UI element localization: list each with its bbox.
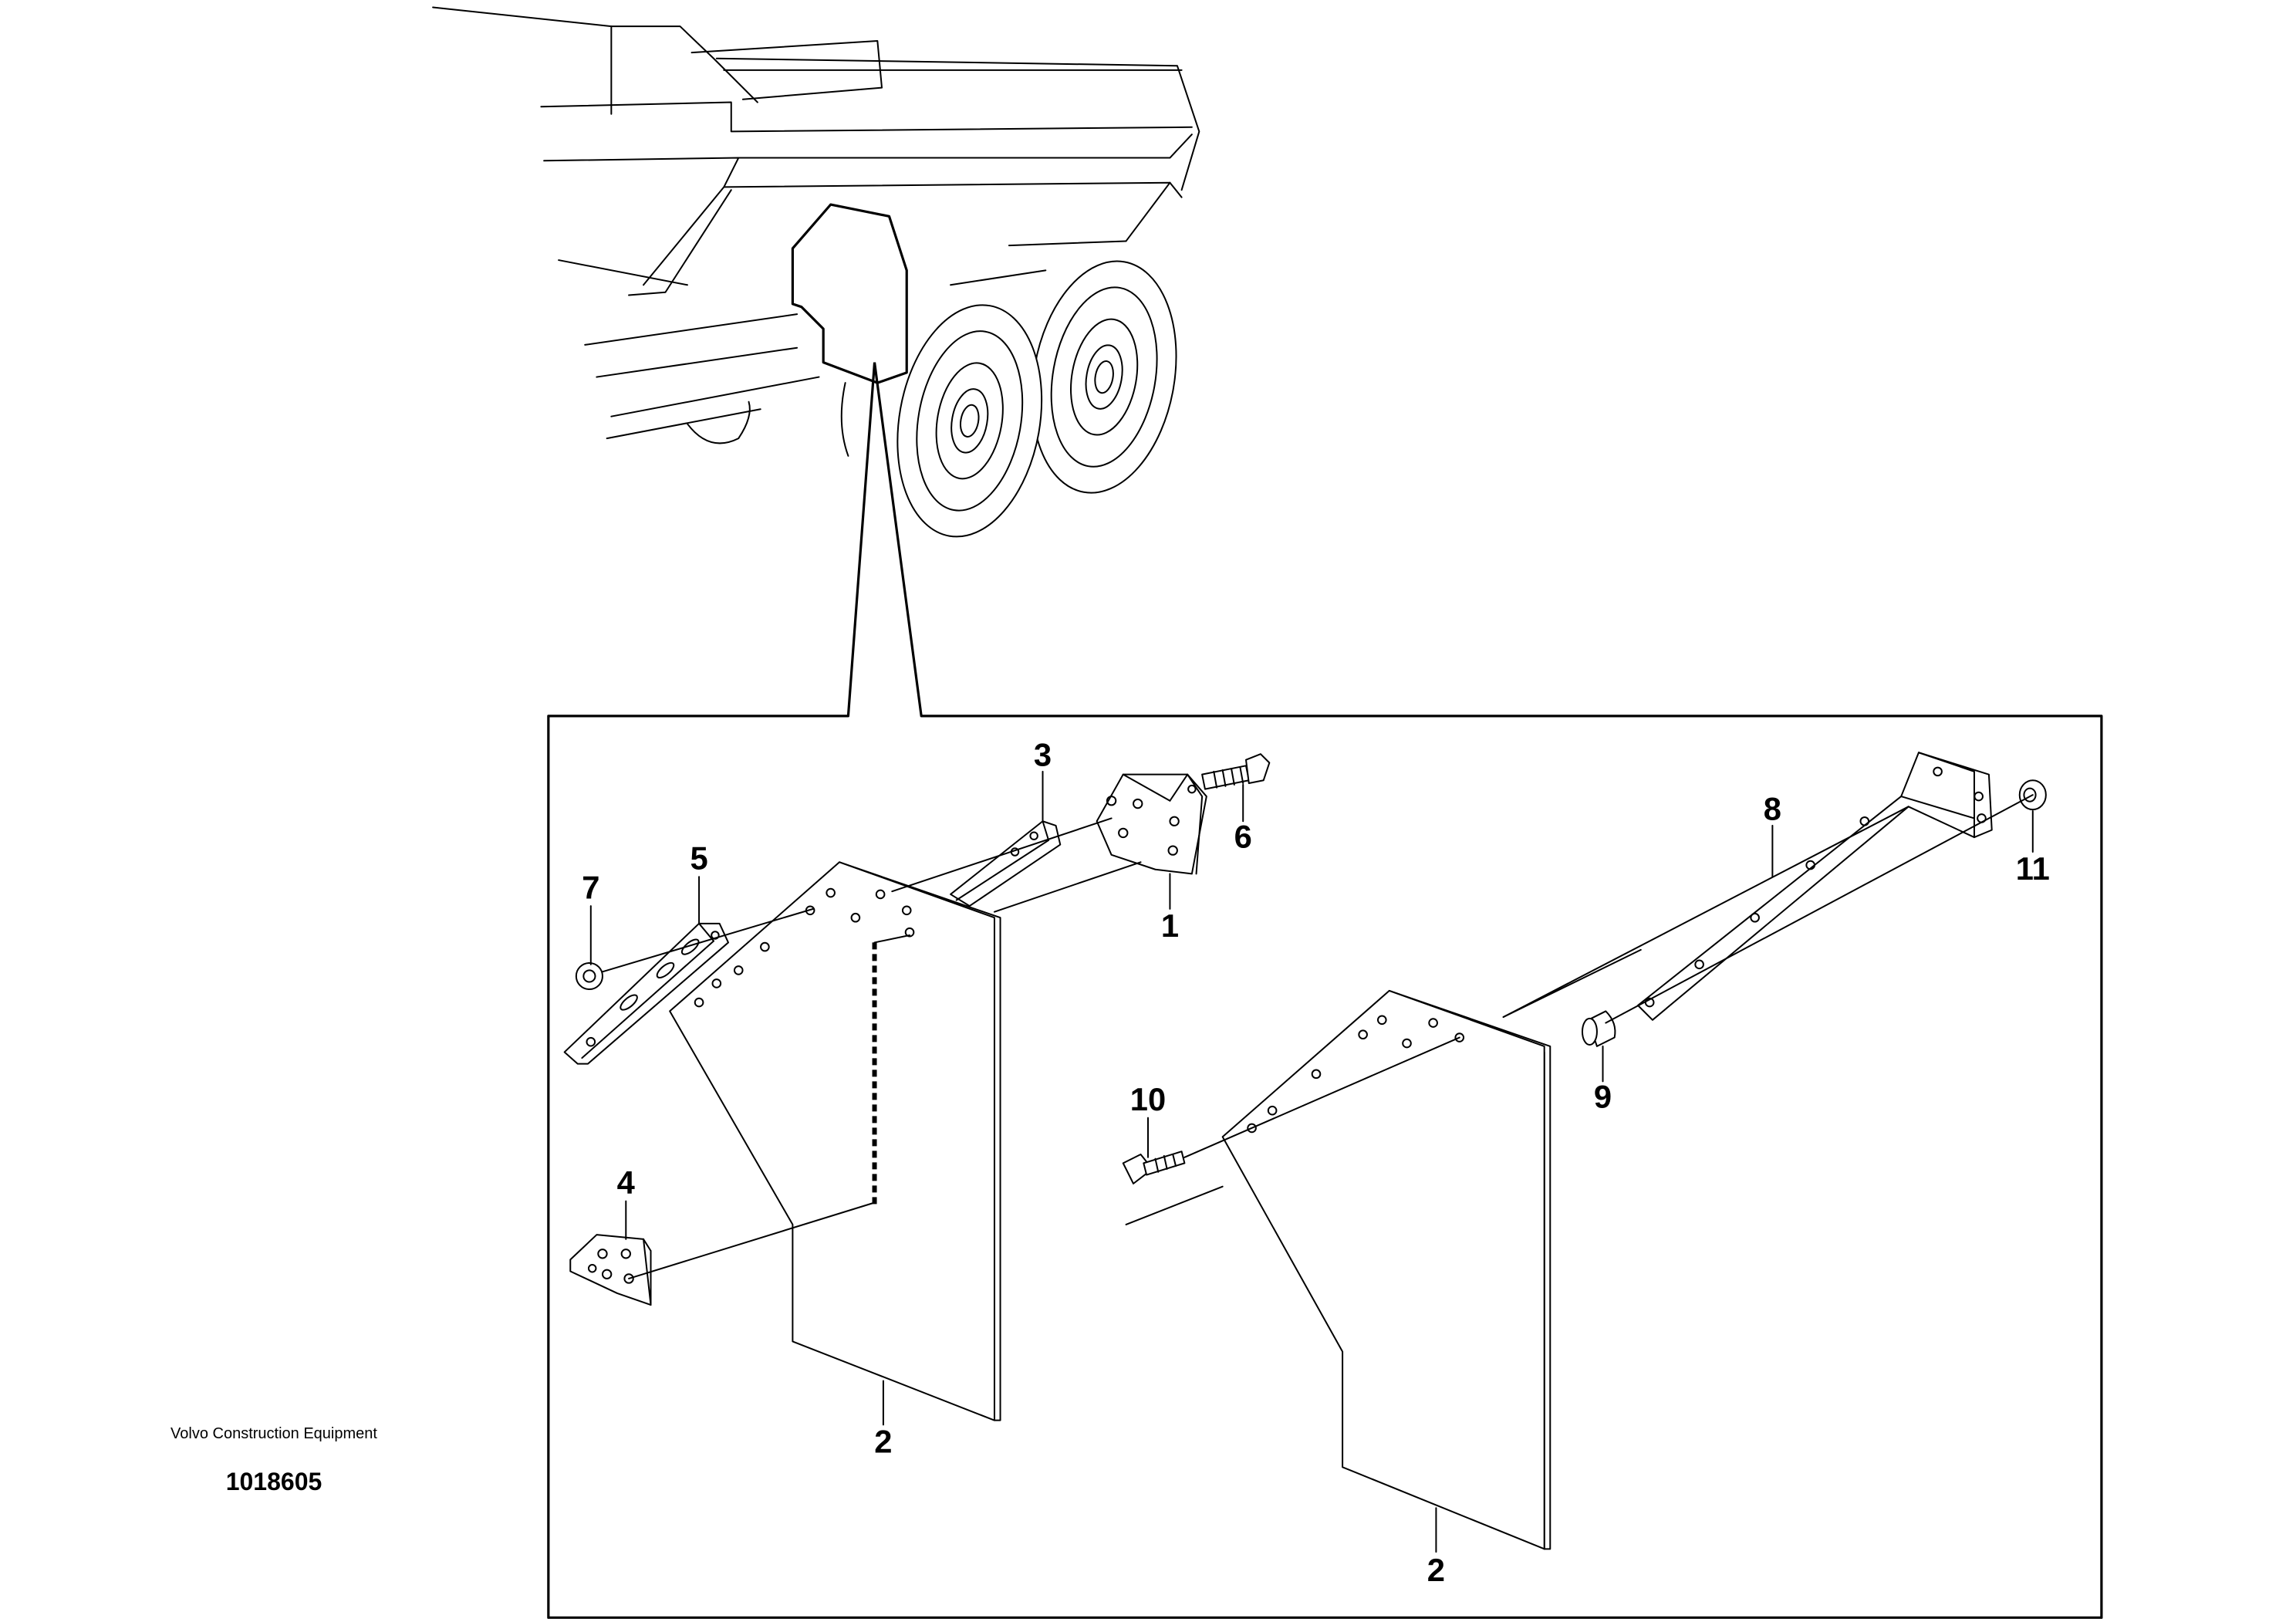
left-mudflap-assembly — [565, 754, 1270, 1421]
rear-wheel-front — [880, 293, 1059, 548]
callout-2-left: 2 — [874, 1423, 892, 1459]
zoom-connector — [549, 363, 2102, 1618]
part-4-small-plate — [570, 1235, 650, 1305]
company-caption: Volvo Construction Equipment — [171, 1425, 377, 1442]
callout-10: 10 — [1130, 1081, 1166, 1117]
left-assembly-lines — [603, 818, 1141, 1279]
rear-wheel-back — [1015, 250, 1194, 505]
part-1-mounting-bracket — [1097, 775, 1207, 874]
part-9-spacer — [1582, 1011, 1615, 1046]
part-6-bolt — [1202, 754, 1269, 789]
part-3-strip-bracket — [950, 821, 1060, 906]
callout-1: 1 — [1161, 907, 1179, 944]
callout-8: 8 — [1764, 790, 1781, 826]
right-assembly-lines — [1126, 795, 2033, 1225]
callout-6: 6 — [1234, 818, 1252, 854]
callout-11: 11 — [2016, 850, 2050, 887]
callout-numbers: 1 2 2 3 4 5 6 7 8 9 10 11 — [582, 736, 2050, 1588]
mudflap-right-holes — [1248, 1015, 1464, 1132]
part-8-long-bracket — [1638, 752, 1992, 1020]
mudflap-right — [1223, 991, 1545, 1549]
mudflap-left-holes — [695, 889, 914, 1007]
mudflap-left — [670, 862, 994, 1420]
callout-9: 9 — [1594, 1078, 1612, 1114]
drawing-number: 1018605 — [225, 1468, 322, 1495]
callout-2-right: 2 — [1427, 1552, 1445, 1588]
mudflap-location-highlight — [792, 204, 907, 383]
callout-3: 3 — [1034, 736, 1052, 772]
callout-4: 4 — [617, 1164, 635, 1201]
hauler-overview-illustration — [433, 7, 1199, 548]
right-mudflap-assembly — [1123, 752, 2046, 1549]
callout-5: 5 — [690, 840, 707, 877]
callout-7: 7 — [582, 870, 599, 906]
callout-leaders — [591, 772, 2033, 1552]
part-7-nut — [576, 963, 603, 989]
part-10-bolt — [1123, 1151, 1185, 1184]
